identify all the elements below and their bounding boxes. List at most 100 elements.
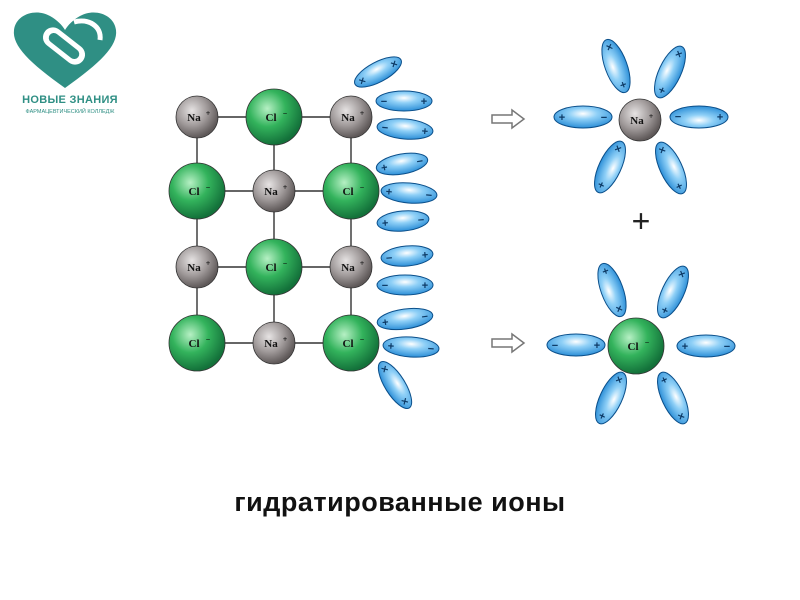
arrow-icon (491, 108, 526, 130)
water-dipole: −+ (376, 274, 434, 296)
water-dipole: +− (376, 210, 430, 232)
water-dipole: +− (375, 152, 429, 176)
water-dipole: +− (382, 336, 440, 358)
plus-sign: + (632, 203, 651, 239)
water-dipole: ×+ (655, 141, 687, 195)
cl-label: Cl (343, 338, 354, 350)
na-label: Na (187, 262, 201, 274)
water-dipole: +− (669, 105, 729, 129)
cl-charge: − (206, 335, 211, 344)
water-dipole: +− (376, 307, 434, 331)
na-charge: + (283, 335, 288, 344)
college-logo: НОВЫЕ ЗНАНИЯ ФАРМАЦЕВТИЧЕСКИЙ КОЛЛЕДЖ (10, 8, 120, 120)
svg-text:−: − (382, 280, 388, 292)
water-dipole: +× (601, 38, 631, 94)
na-label: Na (630, 115, 644, 127)
water-dipole: +× (654, 45, 686, 99)
water-dipole: −+ (380, 245, 434, 267)
svg-text:×: × (655, 145, 669, 156)
na-label: Na (264, 338, 278, 350)
lattice-bonds (196, 116, 352, 344)
svg-text:+: + (672, 181, 686, 192)
svg-text:−: − (675, 110, 681, 122)
water-dipole: −+ (376, 118, 434, 140)
svg-text:+: + (380, 162, 388, 175)
svg-text:+: + (559, 112, 565, 124)
svg-text:+: + (385, 186, 392, 199)
na-label: Na (341, 112, 355, 124)
logo-subtitle: ФАРМАЦЕВТИЧЕСКИЙ КОЛЛЕДЖ (25, 109, 115, 115)
hydrated-cl-ion: −++−×++××++×Cl− (546, 262, 736, 425)
cl-ion: Cl− (168, 162, 226, 220)
arrows (491, 108, 526, 354)
svg-text:×: × (397, 396, 411, 408)
cl-ion: Cl− (322, 314, 380, 372)
water-dipole: −+ (546, 333, 606, 357)
svg-text:+: + (421, 96, 427, 108)
crystal-lattice: Na+Cl−Na+Cl−Na+Cl−Na+Cl−Na+Cl−Na+Cl− (168, 88, 380, 372)
cl-ion: Cl− (245, 88, 303, 146)
svg-text:×: × (613, 303, 626, 313)
na-charge: + (360, 259, 365, 268)
water-dipole: +− (380, 182, 438, 204)
svg-text:+: + (594, 179, 608, 190)
svg-text:+: + (656, 85, 670, 96)
svg-text:−: − (421, 311, 429, 324)
svg-text:−: − (427, 343, 434, 355)
water-dipole: +× (657, 265, 690, 319)
cl-label: Cl (266, 112, 277, 124)
cl-label: Cl (189, 186, 200, 198)
cl-charge: − (645, 338, 650, 347)
cl-charge: − (360, 183, 365, 192)
water-dipole: +− (553, 105, 613, 129)
na-charge: + (360, 109, 365, 118)
svg-text:×: × (357, 75, 368, 89)
na-label: Na (341, 262, 355, 274)
cl-ion: Cl− (168, 314, 226, 372)
water-dipole: +× (657, 371, 689, 425)
na-ion: Na+ (175, 245, 219, 289)
svg-text:+: + (421, 125, 428, 138)
cl-charge: − (206, 183, 211, 192)
svg-text:−: − (381, 122, 388, 135)
svg-text:−: − (425, 189, 432, 202)
cl-ion: Cl− (322, 162, 380, 220)
na-charge: + (649, 112, 654, 121)
svg-text:+: + (659, 305, 673, 316)
svg-text:−: − (552, 340, 558, 352)
svg-text:+: + (594, 340, 600, 352)
svg-text:×: × (612, 374, 626, 385)
svg-text:+: + (617, 79, 630, 89)
logo-name: НОВЫЕ ЗНАНИЯ (22, 94, 118, 106)
svg-text:+: + (682, 341, 688, 353)
na-label: Na (264, 186, 278, 198)
water-dipole: −+ (375, 90, 433, 112)
cl-charge: − (283, 259, 288, 268)
svg-text:−: − (724, 341, 730, 353)
svg-text:−: − (417, 214, 424, 227)
svg-text:+: + (387, 340, 394, 352)
na-ion: Na + (329, 95, 373, 139)
svg-text:×: × (611, 143, 625, 154)
water-dipole: ×+ (597, 262, 627, 318)
hydrated-na-ion: +−+−+×+××+×+Na+ (553, 38, 729, 195)
svg-text:−: − (385, 252, 392, 265)
svg-text:−: − (601, 112, 607, 124)
cl-ion: Cl− (245, 238, 303, 296)
svg-text:×: × (674, 411, 688, 422)
svg-text:+: + (381, 217, 388, 230)
svg-text:×: × (603, 42, 616, 52)
caption: гидратированные ионы (234, 487, 566, 517)
cl-label: Cl (266, 262, 277, 274)
heart-pill-logo-icon (13, 12, 117, 88)
water-dipole: ×+ (594, 140, 626, 194)
cl-label: Cl (189, 338, 200, 350)
water-dipole: +− (676, 334, 736, 358)
svg-text:+: + (657, 375, 671, 386)
cl-charge: − (283, 109, 288, 118)
svg-text:+: + (381, 316, 389, 329)
svg-text:×: × (676, 269, 690, 280)
svg-text:×: × (389, 58, 400, 72)
na-ion: Na + (618, 98, 662, 142)
